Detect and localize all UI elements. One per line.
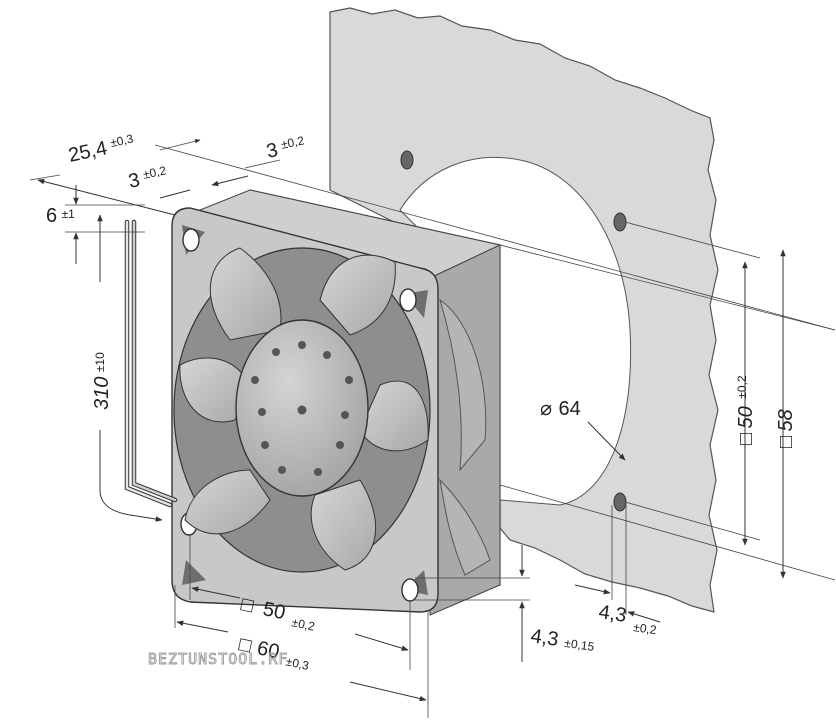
panel-hole xyxy=(613,212,627,232)
svg-text:□ 50 ±0,2: □ 50 ±0,2 xyxy=(735,375,757,445)
dim-hole-spacing-right-value: 50 xyxy=(735,406,757,428)
dim-hole-spacing-right-tol: ±0,2 xyxy=(735,375,749,399)
svg-text:3 ±0,2: 3 ±0,2 xyxy=(264,133,307,163)
dim-hole-dia-panel-value: 4,3 xyxy=(597,601,628,627)
dim-frame-size-right-prefix: □ xyxy=(775,436,797,448)
dim-wire-length-tol: ±10 xyxy=(93,352,107,372)
dim-frame-size-bottom-tol: ±0,3 xyxy=(285,654,311,673)
dimension-labels: 25,4 ±0,3 3 ±0,2 3 ±0,2 6 ±1 310 ±10 □ 5… xyxy=(46,131,797,673)
dim-wire-length-value: 310 xyxy=(91,377,113,410)
dim-depth-tol: ±0,3 xyxy=(109,131,135,150)
dimension-lines xyxy=(29,139,836,718)
svg-text:25,4 ±0,3: 25,4 ±0,3 xyxy=(66,131,136,166)
dim-flange-rear-tol: ±0,2 xyxy=(280,133,306,152)
fan-mount-hole xyxy=(399,288,417,312)
dim-depth-value: 25,4 xyxy=(66,137,109,167)
dim-cutout-prefix: ⌀ xyxy=(540,398,552,420)
fan-body xyxy=(171,189,502,616)
watermark-text: BEZTUNSTOOL.RF xyxy=(148,650,288,668)
svg-text:⌀ 64: ⌀ 64 xyxy=(540,398,581,420)
svg-text:310 ±10: 310 ±10 xyxy=(91,352,113,410)
fan-mount-hole xyxy=(182,228,200,252)
svg-text:□ 60 ±0,3: □ 60 ±0,3 xyxy=(236,633,312,673)
hub-holes xyxy=(251,341,353,476)
svg-text:□ 58: □ 58 xyxy=(775,409,797,448)
panel-hole xyxy=(613,492,627,512)
svg-text:6 ±1: 6 ±1 xyxy=(46,205,75,227)
dim-wire-offset-value: 6 xyxy=(46,205,57,227)
dim-frame-size-right-value: 58 xyxy=(775,409,797,431)
dim-wire-offset-tol: ±1 xyxy=(62,207,76,221)
dim-flange-rear-value: 3 xyxy=(264,139,279,163)
dim-hole-dia-panel-tol: ±0,2 xyxy=(632,620,657,637)
dim-hole-spacing-bottom-value: 50 xyxy=(261,598,287,624)
dim-flange-front-tol: ±0,2 xyxy=(142,163,168,182)
dim-hole-dia-front-value: 4,3 xyxy=(529,625,560,651)
svg-text:4,3 ±0,15: 4,3 ±0,15 xyxy=(529,625,596,656)
svg-text:3 ±0,2: 3 ±0,2 xyxy=(126,163,169,193)
lead-wires xyxy=(124,219,178,508)
fan-blades xyxy=(179,247,429,571)
dim-hole-spacing-right-prefix: □ xyxy=(735,433,757,445)
fan-mount-hole xyxy=(401,578,419,602)
dim-flange-front-value: 3 xyxy=(126,169,141,193)
dim-hole-dia-front-tol: ±0,15 xyxy=(564,636,596,654)
dim-cutout-value: 64 xyxy=(559,398,581,420)
svg-text:□ 50 ±0,2: □ 50 ±0,2 xyxy=(238,593,318,633)
dim-hole-spacing-bottom-tol: ±0,2 xyxy=(290,615,316,634)
panel-hole xyxy=(400,150,414,170)
svg-text:4,3 ±0,2: 4,3 ±0,2 xyxy=(596,601,659,637)
